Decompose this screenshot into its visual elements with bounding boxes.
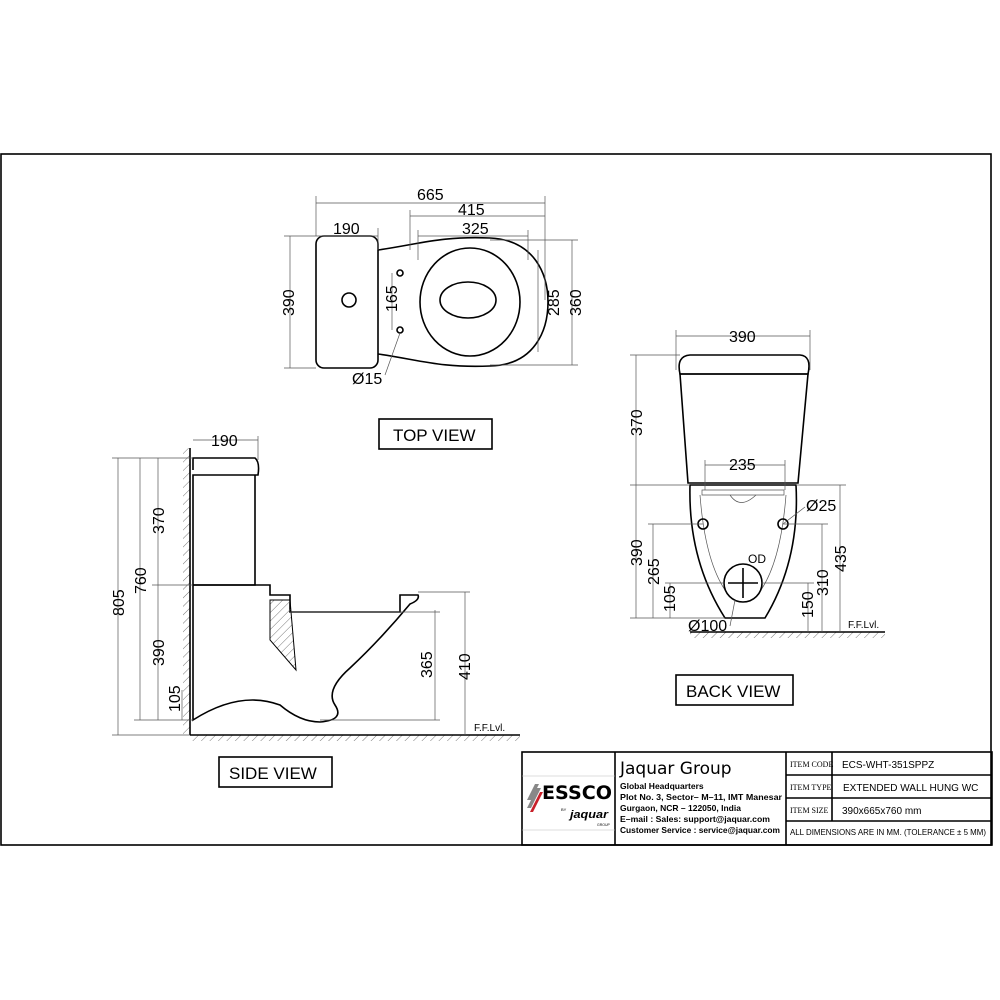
top-view-label: TOP VIEW [393, 426, 476, 445]
address-line: Plot No. 3, Sector– M–11, IMT Manesar [620, 792, 783, 802]
dim-365: 365 [419, 651, 436, 678]
item-type-key: ITEM TYPE [790, 783, 832, 792]
side-floor-level: F.F.Lvl. [474, 723, 505, 734]
essco-logo: ESSCO BY jaquar GROUP [527, 782, 612, 827]
back-floor-hatch [690, 632, 885, 638]
email-line: E–mail : Sales: support@jaquar.com [620, 814, 770, 824]
top-view-label-box [378, 418, 493, 450]
side-view: 190 805 760 370 390 105 365 410 F.F.Lvl.… [111, 433, 520, 788]
outlet-od-label: OD [748, 552, 766, 566]
dim-410: 410 [457, 653, 474, 680]
dim-415: 415 [458, 202, 485, 219]
logo-text: ESSCO [542, 782, 612, 804]
wall-hatch [183, 448, 190, 735]
top-tank-outline [315, 235, 379, 369]
seat-hole-icon [396, 269, 404, 277]
back-dim-390: 390 [729, 329, 756, 346]
back-dim-370: 370 [629, 409, 646, 436]
back-floor-level: F.F.Lvl. [848, 620, 879, 631]
top-drain [439, 281, 497, 319]
dim-diameter-100: Ø100 [688, 618, 727, 635]
dim-760: 760 [133, 567, 150, 594]
back-pedestal [689, 484, 798, 619]
customer-service-line: Customer Service : service@jaquar.com [620, 825, 780, 835]
logo-jaquar: jaquar [568, 809, 609, 821]
side-view-label: SIDE VIEW [229, 764, 317, 783]
back-dim-310: 310 [815, 569, 832, 596]
item-size-key: ITEM SIZE [790, 806, 829, 815]
back-view-label-box [675, 674, 794, 706]
logo-by: BY [561, 807, 567, 812]
top-flush-hole [341, 292, 357, 308]
dim-285: 285 [546, 289, 563, 316]
back-view-label: BACK VIEW [686, 682, 780, 701]
address-line: Global Headquarters [620, 781, 704, 791]
side-dim-370: 370 [151, 507, 168, 534]
back-tank-lid [678, 354, 810, 375]
side-dim-390: 390 [151, 639, 168, 666]
logo-group: GROUP [597, 823, 611, 827]
top-seat-opening [419, 247, 521, 357]
dimensions-note: ALL DIMENSIONS ARE IN MM. (TOLERANCE ± 5… [790, 827, 986, 837]
drawing-border [0, 153, 992, 846]
back-dim-435: 435 [833, 545, 850, 572]
back-dim-150: 150 [800, 591, 817, 618]
dim-diameter-25: Ø25 [806, 498, 836, 515]
side-trap-hatch [269, 599, 297, 672]
dim-165: 165 [384, 285, 401, 312]
dim-805: 805 [111, 589, 128, 616]
dim-190: 190 [333, 221, 360, 238]
side-dim-190: 190 [211, 433, 238, 450]
back-view: 390 370 235 Ø25 390 265 105 OD Ø100 150 … [629, 329, 885, 706]
back-tank [679, 373, 809, 484]
dim-665: 665 [417, 187, 444, 204]
top-view: 665 415 325 190 390 165 285 360 Ø15 TOP … [281, 187, 585, 450]
side-tank [192, 457, 260, 586]
back-dim-390-body: 390 [629, 539, 646, 566]
dim-235: 235 [729, 457, 756, 474]
item-size-value: 390x665x760 mm [842, 806, 922, 817]
back-dim-265: 265 [646, 558, 663, 585]
dim-325: 325 [462, 221, 489, 238]
side-bowl [192, 584, 420, 723]
item-type-value: EXTENDED WALL HUNG WC [843, 783, 978, 794]
address-line: Gurgaon, NCR – 122050, India [620, 803, 741, 813]
side-dim-105: 105 [167, 685, 184, 712]
item-code-key: ITEM CODE [790, 760, 833, 769]
title-block: ESSCO BY jaquar GROUP Jaquar Group Globa… [521, 751, 993, 846]
seat-hole-icon [396, 326, 404, 334]
company-name: Jaquar Group [619, 759, 732, 779]
top-bowl-outline [377, 236, 549, 368]
back-dim-105: 105 [662, 585, 679, 612]
floor-hatch [190, 735, 520, 741]
dim-390: 390 [281, 289, 298, 316]
dim-diameter-15: Ø15 [352, 371, 382, 388]
item-code-value: ECS-WHT-351SPPZ [842, 760, 934, 771]
dim-360: 360 [568, 289, 585, 316]
side-view-label-box [218, 756, 333, 788]
